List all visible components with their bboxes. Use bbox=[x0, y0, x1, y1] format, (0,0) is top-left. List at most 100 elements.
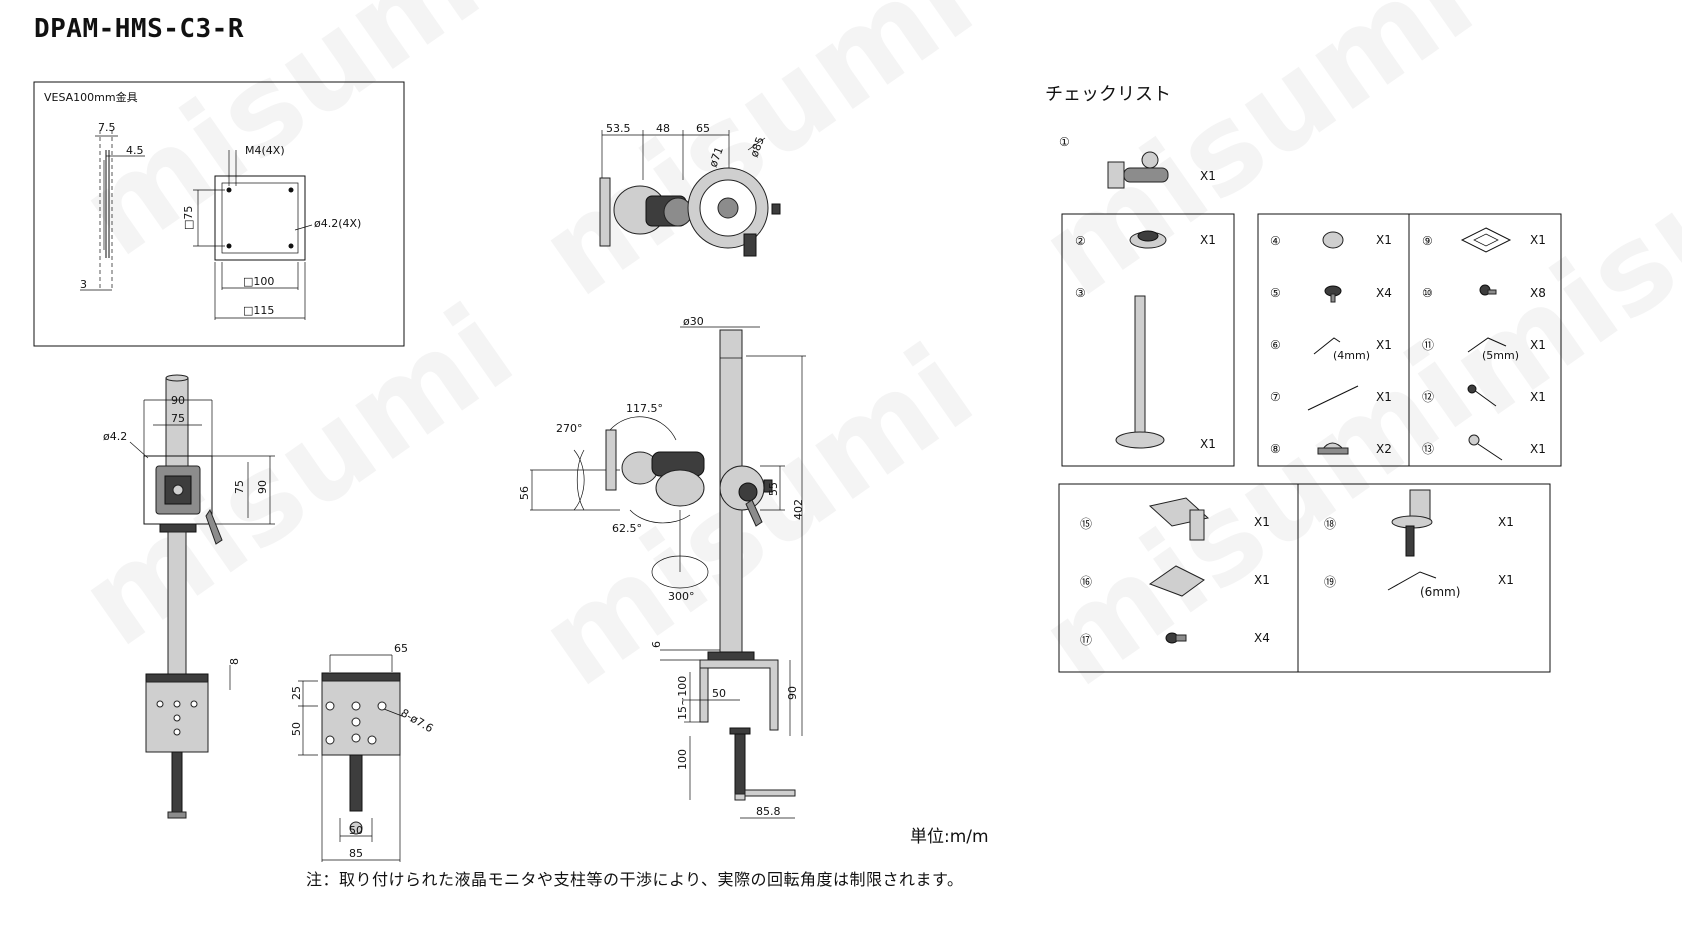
dim-53-5: 53.5 bbox=[606, 122, 631, 135]
item-qty-18: X1 bbox=[1498, 515, 1514, 529]
watermark-3: misumi bbox=[1017, 0, 1497, 324]
watermarks: misumi misumi misumi misumi misumi misum… bbox=[57, 0, 1682, 714]
checklist-box-c bbox=[1058, 483, 1551, 673]
dim-3: 3 bbox=[80, 278, 87, 291]
dim-300: 300° bbox=[668, 590, 695, 603]
checklist-title: チェックリスト bbox=[1045, 84, 1171, 105]
knob-bolt-icon bbox=[1165, 632, 1187, 644]
item-num-12: ⑫ bbox=[1422, 390, 1434, 404]
item-num-15: ⑮ bbox=[1080, 517, 1092, 531]
item-num-18: ⑱ bbox=[1324, 517, 1336, 531]
dim-85-8: 85.8 bbox=[756, 805, 781, 818]
watermark-1: misumi bbox=[57, 0, 537, 284]
item-num-3: ③ bbox=[1075, 286, 1086, 300]
item-note-6: (4mm) bbox=[1333, 349, 1370, 362]
hex-key-icon-6mm bbox=[1387, 571, 1437, 591]
item-num-16: ⑯ bbox=[1080, 575, 1092, 589]
item-qty-3: X1 bbox=[1200, 437, 1216, 451]
grommet-clamp-icon bbox=[1391, 489, 1433, 557]
dim-7-5: 7.5 bbox=[98, 121, 116, 134]
dim-55: 55 bbox=[767, 482, 780, 496]
checklist: ① X1 ② X1 ③ X1 ④ X1 ⑤ X4 ⑥ (4mm) bbox=[1058, 135, 1562, 673]
item-num-6: ⑥ bbox=[1270, 338, 1281, 352]
dim-100: 100 bbox=[676, 749, 689, 770]
watermark-2: misumi bbox=[517, 0, 997, 324]
item-qty-8: X2 bbox=[1376, 442, 1392, 456]
watermark-7: misumi bbox=[1427, 49, 1682, 443]
dim-50-side: 50 bbox=[712, 687, 726, 700]
dim-85-clamp: 85 bbox=[349, 847, 363, 860]
item-qty-19: X1 bbox=[1498, 573, 1514, 587]
dim-75-top: 75 bbox=[171, 412, 185, 425]
vesa-box-label: VESA100mm金具 bbox=[44, 90, 138, 104]
item-qty-9: X1 bbox=[1530, 233, 1546, 247]
item-qty-4: X1 bbox=[1376, 233, 1392, 247]
cable-clip-icon bbox=[1317, 442, 1349, 455]
item-num-9: ⑨ bbox=[1422, 234, 1433, 248]
dim-62-5: 62.5° bbox=[612, 522, 642, 535]
dim-56: 56 bbox=[518, 486, 531, 500]
item-qty-10: X8 bbox=[1530, 286, 1546, 300]
hex-key-icon-4mm bbox=[1313, 337, 1341, 355]
square-plate-icon bbox=[1460, 227, 1512, 253]
plate-icon bbox=[1148, 565, 1205, 597]
dim-90-side: 90 bbox=[256, 480, 269, 494]
dim-75-side: 75 bbox=[233, 480, 246, 494]
dim-65: 65 bbox=[696, 122, 710, 135]
dim-25-clamp: 25 bbox=[290, 686, 303, 700]
dim-sq115: □115 bbox=[243, 304, 274, 317]
item-num-8: ⑧ bbox=[1270, 442, 1281, 456]
cap-icon bbox=[1322, 231, 1344, 249]
front-view: 90 75 ø4.2 75 90 8 bbox=[103, 374, 275, 819]
item-num-5: ⑤ bbox=[1270, 286, 1281, 300]
wrench-icon bbox=[1468, 434, 1503, 461]
dim-sq75: □75 bbox=[182, 206, 195, 230]
dim-8-phi7-6: 8-ø7.6 bbox=[399, 706, 436, 735]
units-label: 単位:m/m bbox=[910, 827, 989, 847]
arm-assembly-icon bbox=[1107, 151, 1169, 189]
dim-phi4-2: ø4.2(4X) bbox=[314, 217, 361, 230]
dim-15-100: 15~100 bbox=[676, 676, 689, 720]
dim-270: 270° bbox=[556, 422, 583, 435]
item-num-13: ⑬ bbox=[1422, 442, 1434, 456]
item-num-7: ⑦ bbox=[1270, 390, 1281, 404]
item-note-19: (6mm) bbox=[1420, 585, 1460, 599]
checklist-box-a bbox=[1061, 213, 1235, 467]
hex-key-icon-5mm bbox=[1467, 337, 1507, 353]
long-bolt-icon bbox=[1467, 384, 1497, 407]
vesa-box-frame bbox=[33, 81, 405, 347]
item-qty-13: X1 bbox=[1530, 442, 1546, 456]
item-num-19: ⑲ bbox=[1324, 575, 1336, 589]
dim-6: 6 bbox=[650, 641, 663, 648]
dim-sq100: □100 bbox=[243, 275, 274, 288]
item-qty-17: X4 bbox=[1254, 631, 1270, 645]
item-qty-1: X1 bbox=[1200, 169, 1216, 183]
dim-48: 48 bbox=[656, 122, 670, 135]
dim-90-clamp: 90 bbox=[786, 686, 799, 700]
side-view: ø30 117.5° 270° 56 62.5° 300° 55 402 6 bbox=[518, 315, 806, 819]
dim-8: 8 bbox=[228, 658, 241, 665]
page-title: DPAM-HMS-C3-R bbox=[34, 14, 244, 44]
item-num-2: ② bbox=[1075, 234, 1086, 248]
item-num-11: ⑪ bbox=[1422, 338, 1434, 352]
item-qty-7: X1 bbox=[1376, 390, 1392, 404]
item-qty-6: X1 bbox=[1376, 338, 1392, 352]
item-qty-15: X1 bbox=[1254, 515, 1270, 529]
item-num-1: ① bbox=[1059, 135, 1070, 149]
item-num-4: ④ bbox=[1270, 234, 1281, 248]
clamp-view: 65 25 50 8-ø7.6 50 85 bbox=[290, 642, 435, 862]
dim-m4: M4(4X) bbox=[245, 144, 285, 157]
note-text: 注：取り付けられた液晶モニタや支柱等の干渉により、実際の回転角度は制限されます。 bbox=[306, 870, 964, 889]
dim-402: 402 bbox=[792, 499, 805, 520]
item-qty-12: X1 bbox=[1530, 390, 1546, 404]
bracket-icon bbox=[1148, 497, 1210, 541]
item-qty-16: X1 bbox=[1254, 573, 1270, 587]
dim-phi4-2-front: ø4.2 bbox=[103, 430, 127, 443]
item-qty-11: X1 bbox=[1530, 338, 1546, 352]
dim-50-clamp-side: 50 bbox=[290, 722, 303, 736]
item-num-10: ⑩ bbox=[1422, 286, 1433, 300]
pole-icon bbox=[1115, 295, 1165, 449]
item-note-11: (5mm) bbox=[1482, 349, 1519, 362]
dim-4-5: 4.5 bbox=[126, 144, 144, 157]
